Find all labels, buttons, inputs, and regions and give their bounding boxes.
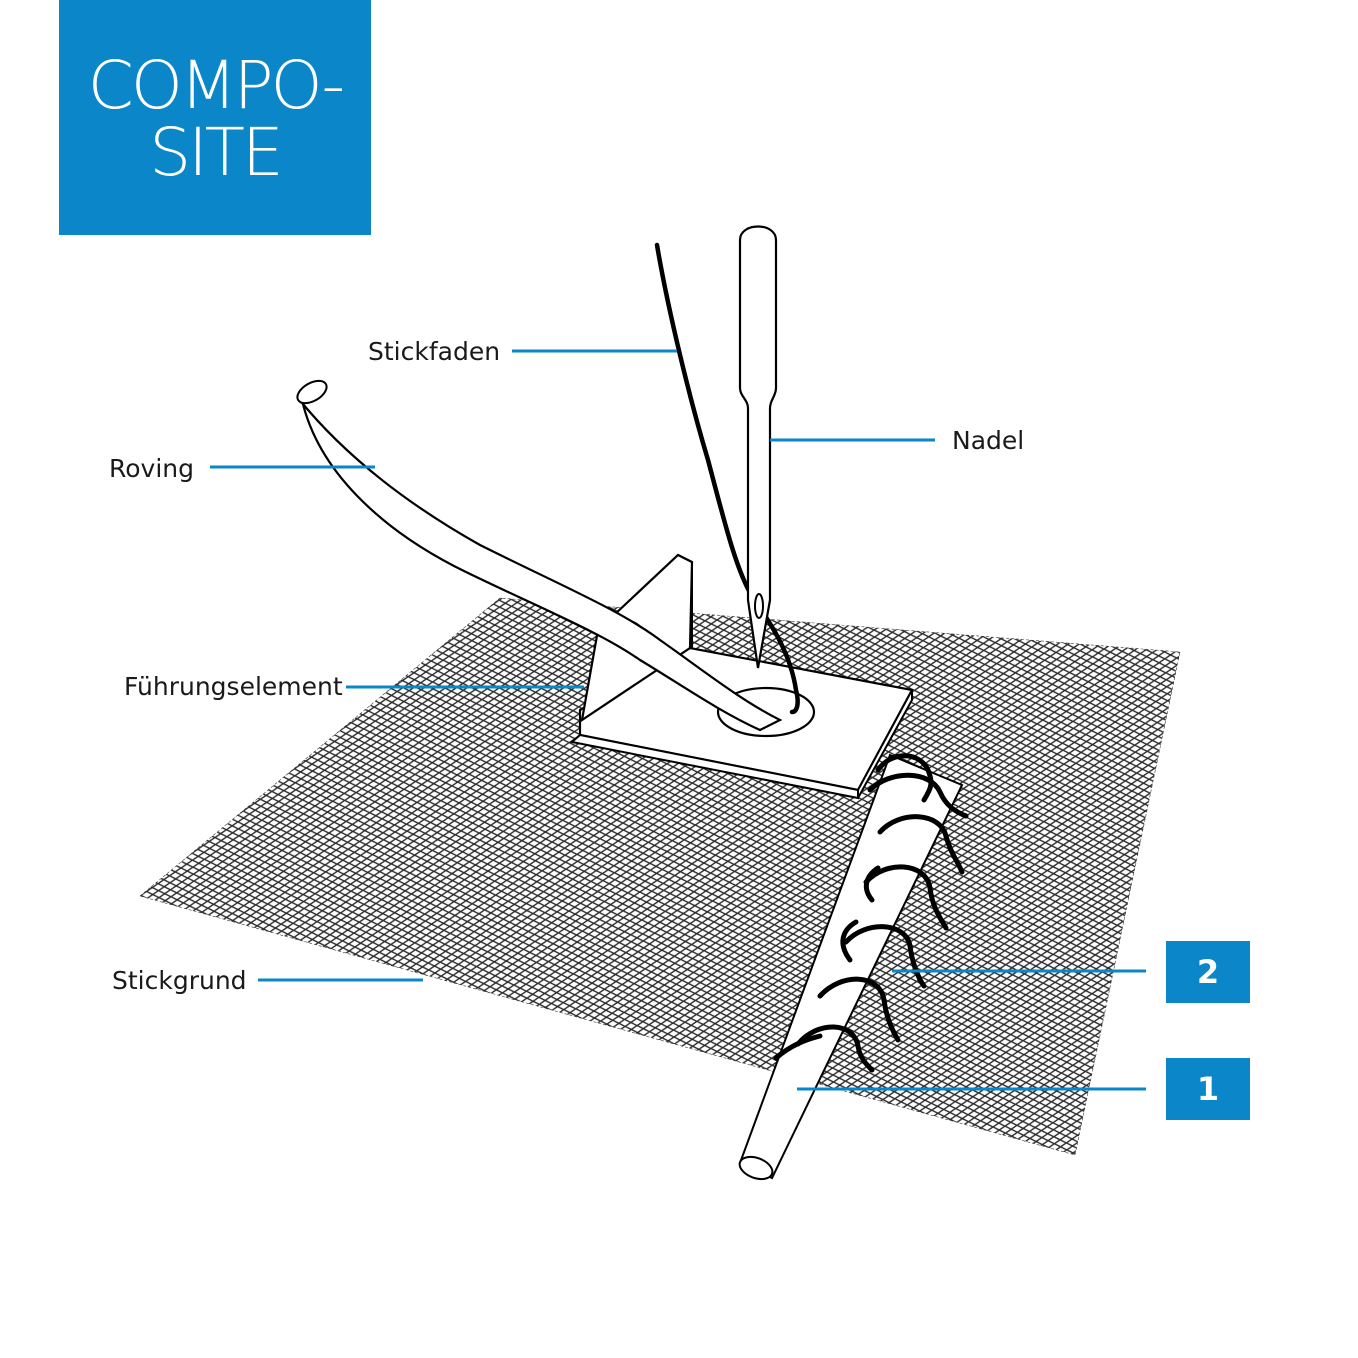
- thread-loops: [773, 753, 969, 1073]
- nadel-needle: [738, 225, 778, 669]
- leader-lines: [210, 349, 1146, 1091]
- label-roving: Roving: [109, 454, 194, 483]
- stitched-roving: [738, 753, 964, 1181]
- badge-1: 1: [1166, 1058, 1250, 1120]
- stickfaden-thread: [654, 242, 800, 715]
- stickgrund-mesh: [139, 597, 1181, 1156]
- logo-line-2: SITE: [149, 114, 283, 191]
- roving-strand: [296, 379, 783, 732]
- label-nadel: Nadel: [952, 426, 1025, 455]
- logo-line-1: COMPO-: [87, 47, 345, 124]
- label-fuehrungselement: Führungselement: [124, 672, 343, 701]
- label-stickfaden: Stickfaden: [368, 337, 501, 366]
- composite-logo-box: COMPO- SITE: [59, 0, 371, 235]
- label-stickgrund: Stickgrund: [112, 966, 247, 995]
- badge-2: 2: [1166, 941, 1250, 1003]
